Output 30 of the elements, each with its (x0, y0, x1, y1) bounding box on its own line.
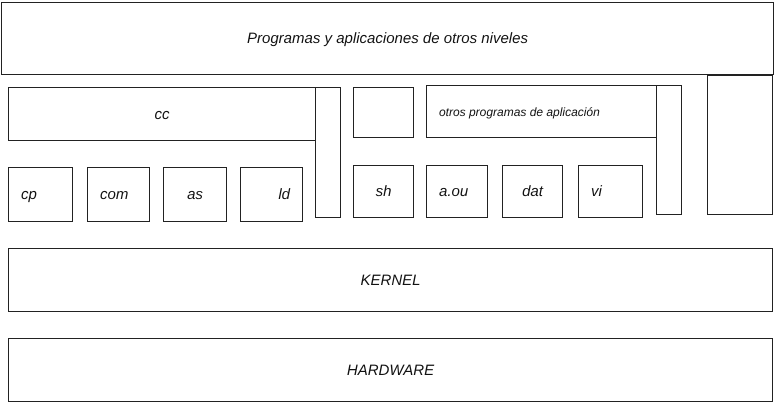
vertical-bar (656, 85, 682, 215)
box-label: a.ou (439, 183, 468, 200)
box-label: KERNEL (360, 272, 421, 288)
box-label: cc (154, 106, 170, 122)
empty-box (353, 87, 414, 138)
program-box (502, 165, 563, 218)
box-label: vi (591, 183, 602, 200)
program-box (426, 165, 488, 218)
program-box (163, 167, 227, 222)
program-box (8, 167, 73, 222)
empty-box (707, 75, 773, 215)
box-label: sh (376, 183, 392, 200)
box-label: cp (21, 186, 37, 203)
layer-band (8, 338, 773, 402)
program-box (353, 165, 414, 218)
layer-band (8, 248, 773, 312)
program-box (87, 167, 150, 222)
program-box (240, 167, 303, 222)
program-box (8, 87, 316, 141)
box-label: HARDWARE (346, 362, 434, 378)
box-label: com (100, 186, 128, 203)
box-label: Programas y aplicaciones de otros niveles (247, 30, 528, 47)
box-label: otros programas de aplicación (439, 104, 600, 120)
program-box (578, 165, 643, 218)
box-label: ld (278, 186, 290, 203)
box-label: as (187, 186, 203, 203)
program-box (426, 85, 657, 138)
layer-band (1, 2, 774, 75)
box-label: dat (522, 183, 543, 200)
vertical-bar (315, 87, 341, 218)
